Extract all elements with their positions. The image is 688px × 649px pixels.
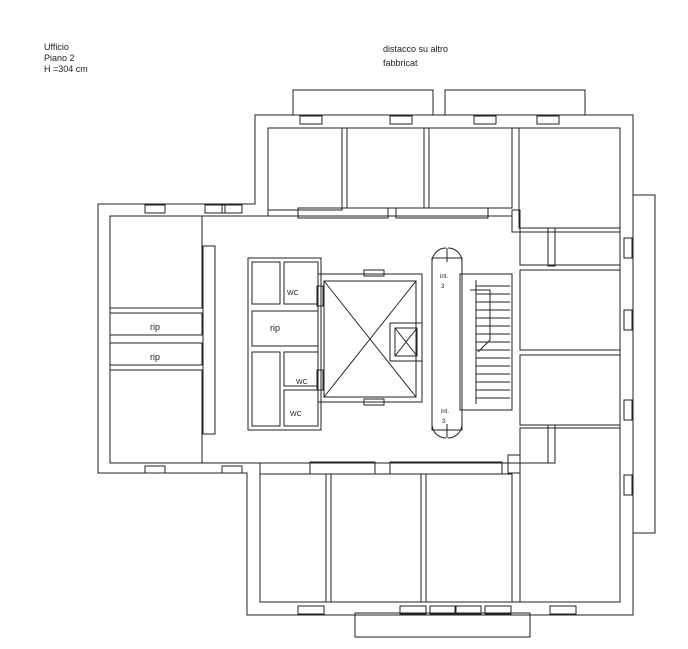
room-label-rip-3: rip — [270, 323, 280, 333]
room-label-rip-2: rip — [150, 352, 160, 362]
room-top-right — [518, 127, 621, 229]
wall-bottom-a — [309, 461, 376, 475]
stair-label-top-2: 3 — [441, 284, 445, 290]
door-swing-3 — [431, 423, 447, 439]
stair-landing — [431, 257, 463, 431]
stair-label-top-1: int. — [440, 274, 448, 280]
elevator-car — [394, 327, 418, 357]
room-bottom-1 — [259, 473, 327, 603]
room-top-3 — [428, 127, 513, 209]
room-label-wc-2: WC — [296, 379, 308, 386]
balcony-top-left — [292, 89, 434, 116]
room-left-top — [109, 215, 203, 309]
room-bottom-2 — [330, 473, 422, 603]
wall-top-b — [395, 207, 489, 219]
stair-label-bottom-2: 3 — [442, 419, 446, 425]
header-height: H =304 cm — [44, 64, 88, 74]
door-swing-1 — [431, 247, 447, 263]
wc-room-1 — [283, 261, 319, 305]
wall-top-a — [297, 207, 389, 219]
balcony-top-right — [444, 89, 586, 116]
room-label-wc-1: WC — [287, 290, 299, 297]
wall-bottom-b — [389, 461, 503, 475]
room-right-3 — [519, 354, 621, 426]
building-outline — [97, 114, 634, 616]
room-right-bottom — [519, 427, 621, 603]
room-left-bottom — [109, 369, 203, 464]
elevator-diagonal-2 — [394, 327, 418, 357]
room-top-2 — [346, 127, 425, 209]
service-closet-1 — [251, 261, 281, 305]
wall-right-b — [547, 227, 556, 267]
note-line-2: fabbricat — [383, 58, 418, 68]
room-label-rip-1: rip — [150, 322, 160, 332]
elevator-shaft — [389, 322, 423, 362]
stair-treads — [476, 285, 510, 399]
core-services — [247, 257, 322, 431]
balcony-bottom — [354, 612, 531, 638]
atrium-void — [323, 280, 417, 398]
room-top-1 — [267, 127, 343, 211]
rip-room-3 — [251, 310, 319, 347]
stair-direction — [470, 289, 491, 353]
room-bottom-3 — [425, 473, 513, 603]
stairwell — [459, 273, 513, 411]
header-floor: Piano 2 — [44, 53, 75, 63]
atrium-diagonal-2 — [323, 280, 417, 398]
wall-right-c — [547, 424, 556, 464]
room-rip-2 — [109, 342, 203, 366]
note-line-1: distacco su altro — [383, 44, 448, 54]
balcony-right — [632, 194, 656, 534]
stair-label-bottom-1: int. — [441, 409, 449, 415]
service-closet-2 — [251, 351, 281, 427]
room-right-2 — [519, 269, 621, 351]
room-label-wc-3: WC — [290, 411, 302, 418]
windows — [144, 115, 633, 615]
header-title: Ufficio — [44, 42, 69, 52]
left-wing-wall — [202, 245, 216, 435]
room-right-1 — [519, 231, 621, 266]
door-swing-4 — [447, 423, 463, 439]
wall-bottom-c — [507, 454, 521, 474]
door-swing-2 — [447, 247, 463, 263]
room-rip-1 — [109, 312, 203, 336]
wall-right-a — [511, 209, 521, 233]
wc-room-3 — [283, 389, 319, 427]
